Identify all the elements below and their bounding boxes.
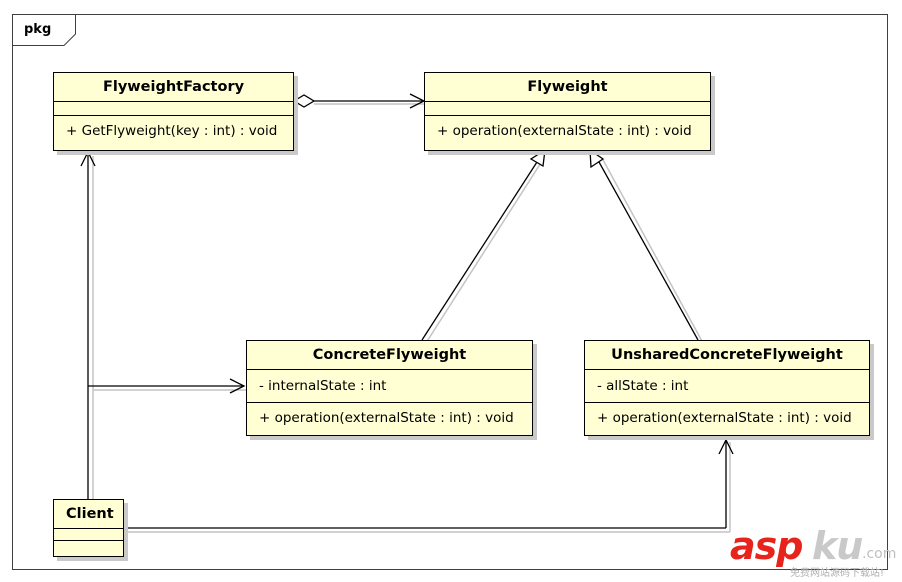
class-name: FlyweightFactory bbox=[54, 73, 293, 102]
operation: + GetFlyweight(key : int) : void bbox=[66, 123, 278, 139]
operations-section: + operation(externalState : int) : void bbox=[585, 403, 869, 433]
class-name: ConcreteFlyweight bbox=[247, 341, 532, 370]
aggregation-diamond bbox=[292, 94, 316, 108]
watermark-domain: .com bbox=[862, 546, 897, 562]
client-to-concrete-arrowhead bbox=[229, 378, 246, 394]
watermark-brand-red: asp bbox=[730, 524, 803, 568]
class-name: UnsharedConcreteFlyweight bbox=[585, 341, 869, 370]
class-name: Client bbox=[54, 500, 123, 529]
attribute: - allState : int bbox=[597, 378, 689, 394]
attributes-section bbox=[54, 529, 123, 541]
attributes-section: - allState : int bbox=[585, 370, 869, 403]
operation: + operation(externalState : int) : void bbox=[437, 123, 692, 139]
concrete-generalization-triangle bbox=[529, 148, 546, 168]
unshared-to-flyweight-line bbox=[598, 161, 699, 341]
attributes-section: - internalState : int bbox=[247, 370, 532, 403]
attributes-section bbox=[54, 102, 293, 116]
site-watermark-logo: asp ku .com 免费网站源码下载站! bbox=[728, 524, 898, 580]
operation: + operation(externalState : int) : void bbox=[597, 410, 852, 426]
client-to-unshared-arrowhead bbox=[718, 438, 734, 455]
client-to-factory-arrowhead bbox=[80, 150, 96, 167]
class-unshared-concrete-flyweight[interactable]: UnsharedConcreteFlyweight - allState : i… bbox=[584, 340, 870, 436]
class-flyweight-factory[interactable]: FlyweightFactory + GetFlyweight(key : in… bbox=[53, 72, 294, 151]
class-flyweight[interactable]: Flyweight + operation(externalState : in… bbox=[424, 72, 711, 151]
operations-section bbox=[54, 541, 123, 555]
operations-section: + operation(externalState : int) : void bbox=[425, 116, 710, 146]
watermark-brand-gray: ku bbox=[812, 524, 863, 568]
attribute: - internalState : int bbox=[259, 378, 387, 394]
operations-section: + operation(externalState : int) : void bbox=[247, 403, 532, 433]
package-tab bbox=[12, 14, 76, 46]
unshared-generalization-triangle bbox=[589, 148, 605, 169]
attributes-section bbox=[425, 102, 710, 116]
class-concrete-flyweight[interactable]: ConcreteFlyweight - internalState : int … bbox=[246, 340, 533, 436]
class-client[interactable]: Client bbox=[53, 499, 124, 557]
package-label: pkg bbox=[24, 22, 52, 37]
operations-section: + GetFlyweight(key : int) : void bbox=[54, 116, 293, 146]
class-name: Flyweight bbox=[425, 73, 710, 102]
package-frame bbox=[12, 14, 888, 570]
operation: + operation(externalState : int) : void bbox=[259, 410, 514, 426]
watermark-subtitle: 免费网站源码下载站! bbox=[790, 568, 885, 579]
concrete-to-flyweight-line bbox=[421, 161, 538, 341]
